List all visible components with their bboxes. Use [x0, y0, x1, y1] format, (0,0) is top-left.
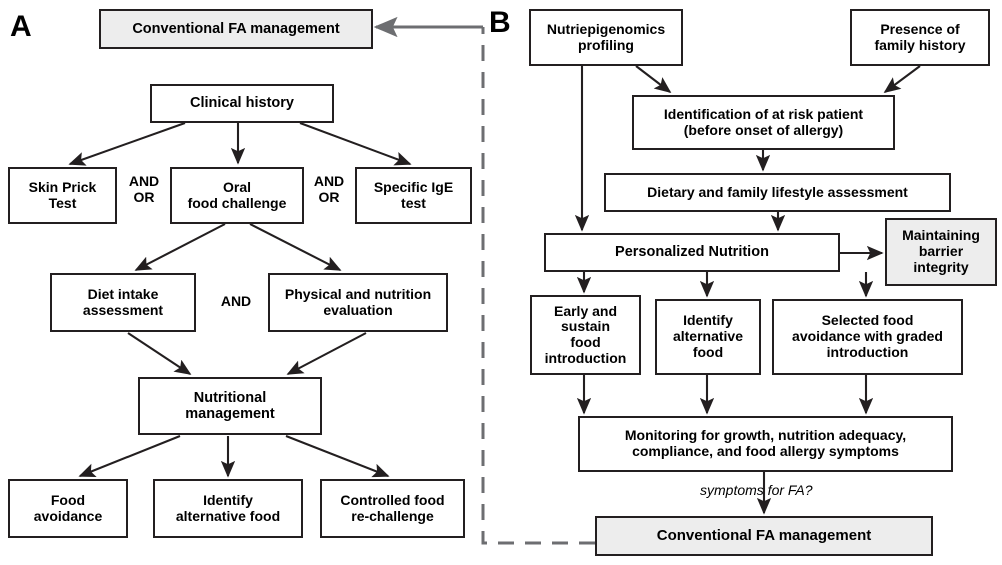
panel-label-b: B	[489, 6, 511, 39]
node-conventional-fa-management-b[interactable]: Conventional FA management	[595, 516, 933, 556]
node-oral-food-challenge[interactable]: Oral food challenge	[170, 167, 304, 224]
node-food-avoidance[interactable]: Food avoidance	[8, 479, 128, 538]
node-physical-and-nutrition-evaluation[interactable]: Physical and nutrition evaluation	[268, 273, 448, 332]
node-controlled-food-re-challenge[interactable]: Controlled food re-challenge	[320, 479, 465, 538]
node-presence-of-family-history[interactable]: Presence of family history	[850, 9, 990, 66]
node-early-and-sustain-food-introduction[interactable]: Early and sustain food introduction	[530, 295, 641, 375]
node-nutriepigenomics-profiling[interactable]: Nutriepigenomics profiling	[529, 9, 683, 66]
node-personalized-nutrition[interactable]: Personalized Nutrition	[544, 233, 840, 272]
node-identification-of-at-risk-patient[interactable]: Identification of at risk patient (befor…	[632, 95, 895, 150]
edge-label-and-or-right: AND OR	[313, 173, 345, 205]
edge-label-and-or-left: AND OR	[128, 173, 160, 205]
node-nutritional-management[interactable]: Nutritional management	[138, 377, 322, 435]
node-skin-prick-test[interactable]: Skin Prick Test	[8, 167, 117, 224]
node-selected-food-avoidance-with-graded-introduction[interactable]: Selected food avoidance with graded intr…	[772, 299, 963, 375]
node-specific-ige-test[interactable]: Specific IgE test	[355, 167, 472, 224]
node-dietary-and-family-lifestyle-assessment[interactable]: Dietary and family lifestyle assessment	[604, 173, 951, 212]
node-maintaining-barrier-integrity[interactable]: Maintaining barrier integrity	[885, 218, 997, 286]
panel-label-a: A	[10, 10, 32, 43]
node-conventional-fa-management-a[interactable]: Conventional FA management	[99, 9, 373, 49]
node-clinical-history[interactable]: Clinical history	[150, 84, 334, 123]
edge-label-symptoms-for-fa: symptoms for FA?	[700, 482, 813, 498]
node-identify-alternative-food-a[interactable]: Identify alternative food	[153, 479, 303, 538]
node-diet-intake-assessment[interactable]: Diet intake assessment	[50, 273, 196, 332]
edge-label-and-middle: AND	[220, 293, 252, 309]
node-identify-alternative-food-b[interactable]: Identify alternative food	[655, 299, 761, 375]
node-monitoring[interactable]: Monitoring for growth, nutrition adequac…	[578, 416, 953, 472]
